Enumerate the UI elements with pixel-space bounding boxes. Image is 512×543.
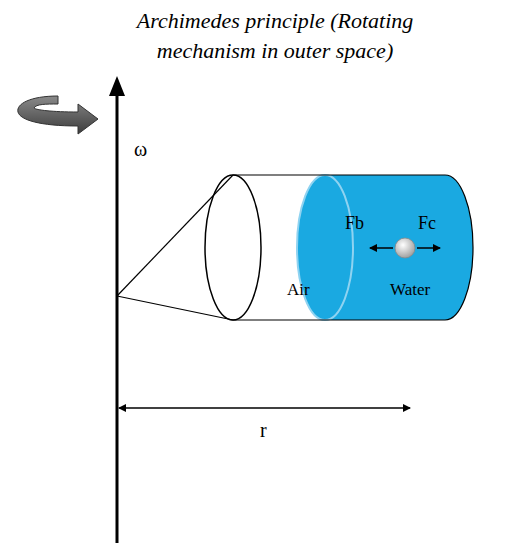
cylinder-edge xyxy=(233,319,445,320)
radius-dimension xyxy=(119,407,410,409)
rotation-arrow xyxy=(18,96,98,134)
cylinder-end xyxy=(205,175,261,320)
dimension-label: r xyxy=(260,420,267,440)
omega-label: ω xyxy=(134,139,147,159)
ball xyxy=(395,238,415,258)
rotation-axis xyxy=(116,92,119,543)
region-label: Water xyxy=(390,280,430,300)
cylinder-edge xyxy=(233,174,445,175)
force-label: Fb xyxy=(345,213,364,233)
force-label: Fc xyxy=(418,213,436,233)
centrifugal-force-arrow xyxy=(417,247,440,249)
cylinder-end xyxy=(445,175,473,320)
region-label: Air xyxy=(287,280,310,300)
axis-arrowhead xyxy=(109,76,125,96)
buoyant-force-arrow xyxy=(370,247,393,249)
diagram-title: Archimedes principle (Rotating mechanism… xyxy=(120,6,430,66)
cone-arm xyxy=(117,296,233,320)
water-region xyxy=(297,175,473,320)
cone-arm xyxy=(117,175,233,296)
